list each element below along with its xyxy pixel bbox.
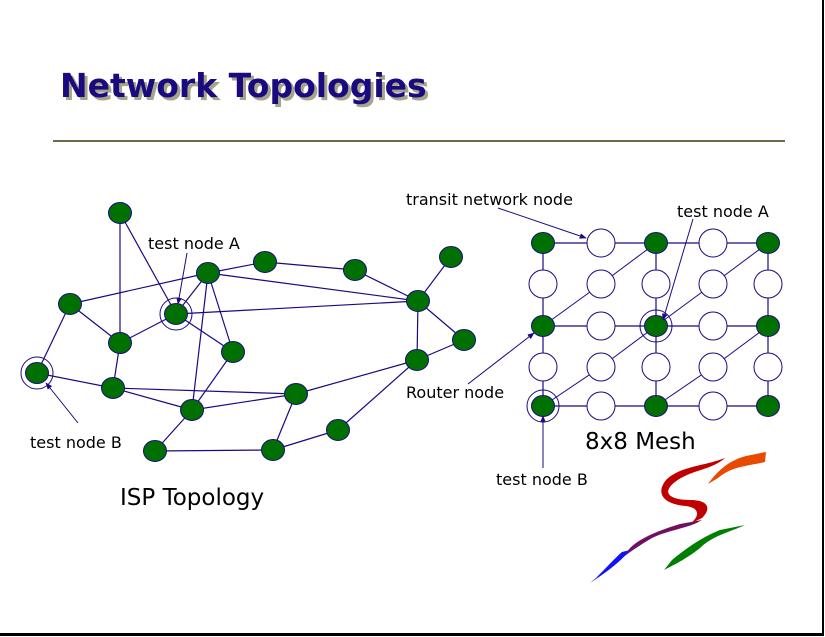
isp-edge (191, 393, 297, 411)
isp-edge (191, 351, 234, 411)
mesh-transit-node (528, 269, 558, 299)
mesh-test-node-a-ring (639, 309, 673, 343)
isp-router-node (253, 251, 277, 273)
isp-router-node (108, 202, 132, 224)
isp-test-node-a-pointer (176, 252, 188, 305)
mesh-transit-node (586, 228, 616, 258)
mesh-test-node-a-pointer (662, 218, 694, 321)
isp-edge (264, 261, 356, 271)
mesh-router-node (756, 395, 780, 417)
mesh-transit-node (586, 269, 616, 299)
mesh-router-node (756, 232, 780, 254)
mesh-router-node (531, 315, 555, 337)
mesh-transit-node (698, 269, 728, 299)
mesh-nodes (528, 228, 783, 421)
router-node-label: Router node (406, 383, 504, 402)
isp-router-node (101, 377, 125, 399)
mesh-router-node (644, 395, 668, 417)
mesh-router-node (531, 232, 555, 254)
mesh-transit-node (586, 311, 616, 341)
isp-router-node (343, 259, 367, 281)
logo-green-stroke (664, 525, 745, 570)
isp-router-node (284, 383, 308, 405)
isp-topology-caption: ISP Topology (120, 485, 264, 511)
isp-edge (112, 387, 193, 411)
isp-router-node (143, 440, 167, 462)
mesh-transit-node (586, 352, 616, 382)
isp-edge (36, 372, 114, 389)
isp-edges (36, 212, 465, 452)
isp-test-node-a-ring (159, 297, 193, 331)
isp-test-node-b-pointer (45, 382, 79, 424)
mesh-transit-node (753, 269, 783, 299)
isp-test-node-b-ring (20, 356, 54, 390)
logo-blue-stroke (590, 550, 630, 583)
isp-test-rings (20, 297, 193, 390)
isp-router-node (58, 293, 82, 315)
mesh-transit-node (698, 228, 728, 258)
isp-test-node-b-label: test node B (30, 433, 122, 452)
isp-router-node (180, 399, 204, 421)
isp-router-node (406, 290, 430, 312)
isp-edge (295, 359, 418, 395)
mesh-test-node-b-label: test node B (496, 470, 588, 489)
mesh-router-node (644, 232, 668, 254)
isp-nodes (25, 202, 476, 462)
isp-router-node (405, 349, 429, 371)
mesh-test-node-a (644, 315, 668, 337)
logo-red-stroke (661, 458, 725, 524)
isp-test-node-a-label: test node A (148, 234, 240, 253)
slide-title: Network Topologies (60, 66, 427, 105)
brush-stroke-logo (590, 452, 766, 583)
mesh-transit-node (641, 269, 671, 299)
isp-edge (154, 449, 274, 452)
isp-edge (207, 272, 419, 302)
transit-network-node-label: transit network node (406, 190, 573, 209)
mesh-transit-node (528, 352, 558, 382)
router-node-pointer (467, 332, 535, 385)
mesh-test-node-a-label: test node A (677, 202, 769, 221)
isp-test-node-a (164, 303, 188, 325)
isp-router-node (108, 332, 132, 354)
mesh-transit-node (698, 391, 728, 421)
isp-edge (119, 212, 177, 315)
isp-router-node (261, 439, 285, 461)
mesh-transit-node (586, 391, 616, 421)
mesh-transit-node (753, 352, 783, 382)
transit-node-pointer (497, 207, 587, 239)
isp-router-node (452, 329, 476, 351)
isp-router-node (326, 419, 350, 441)
mesh-router-node (756, 315, 780, 337)
isp-edge (207, 272, 234, 353)
isp-edge (191, 272, 209, 411)
isp-router-node (221, 341, 245, 363)
isp-edge (69, 272, 209, 305)
isp-edge (175, 300, 419, 315)
isp-edge (112, 387, 297, 395)
mesh-caption: 8x8 Mesh (585, 429, 696, 455)
isp-edge (337, 359, 418, 431)
isp-test-node-b (25, 362, 49, 384)
isp-router-node (439, 246, 463, 268)
mesh-transit-node (698, 352, 728, 382)
mesh-test-node-b (531, 395, 555, 417)
mesh-transit-node (698, 311, 728, 341)
logo-purple-stroke (622, 520, 702, 558)
isp-router-node (196, 262, 220, 284)
isp-edge (36, 303, 71, 374)
mesh-transit-node (641, 352, 671, 382)
title-divider (53, 140, 785, 142)
logo-orange-stroke (708, 452, 766, 484)
